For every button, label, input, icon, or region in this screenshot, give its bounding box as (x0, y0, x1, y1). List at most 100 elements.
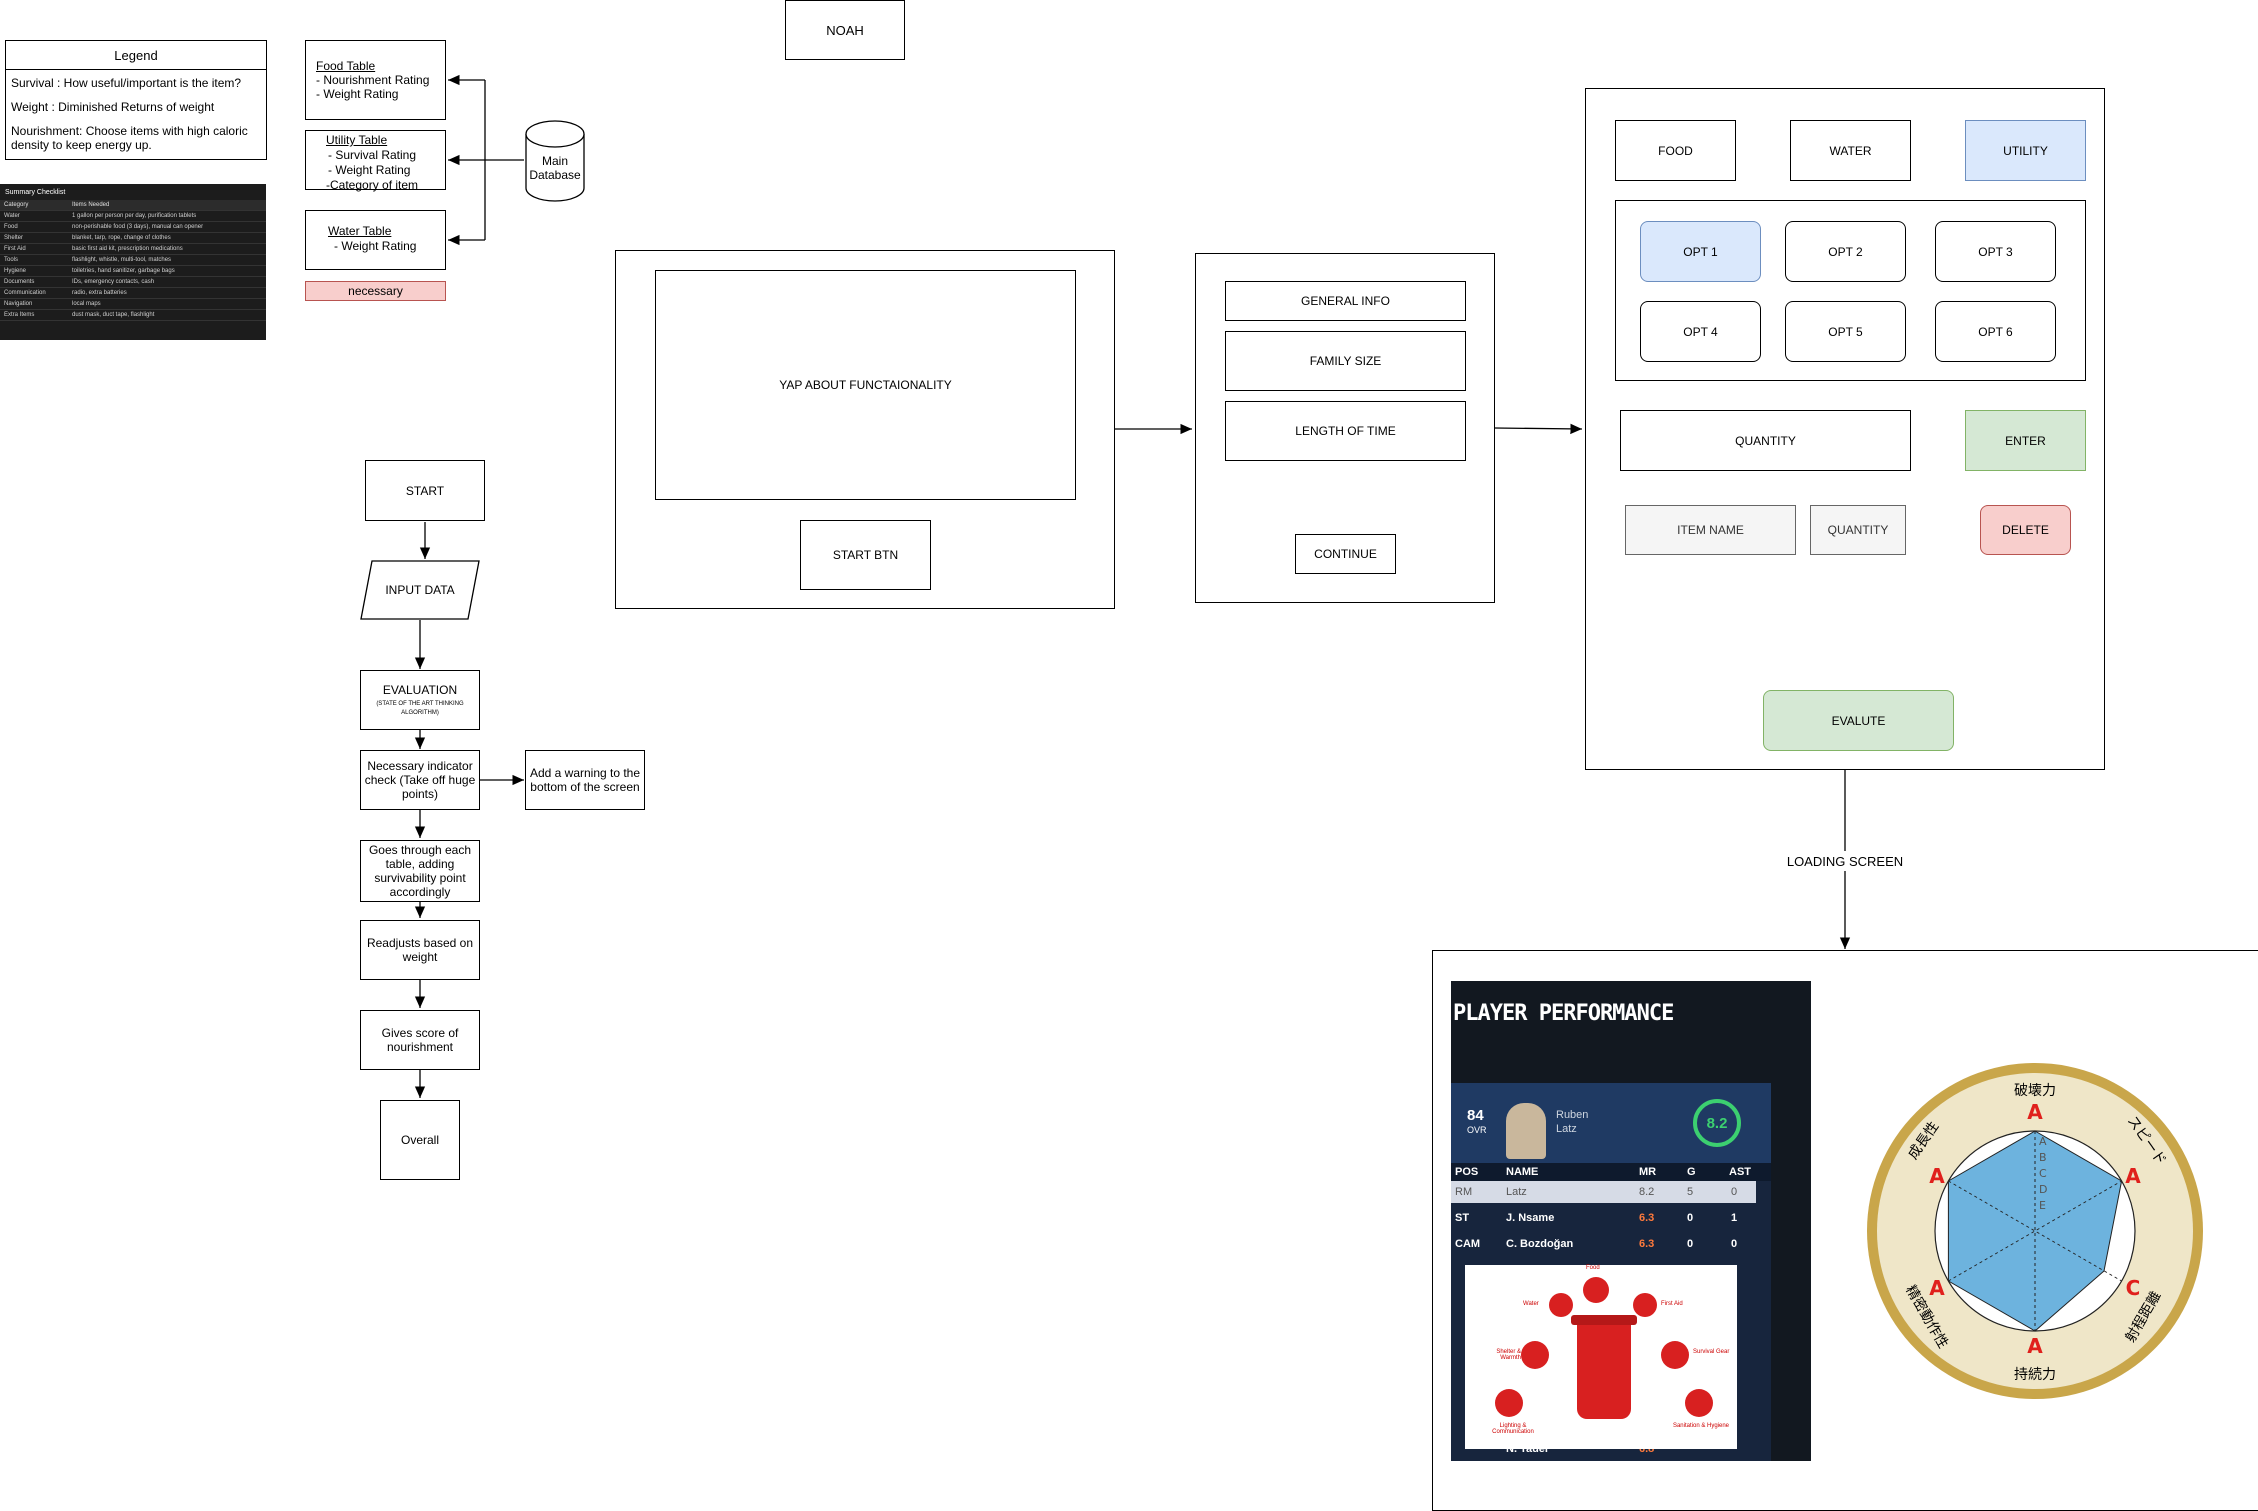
intro-text-panel: YAP ABOUT FUNCTAIONALITY (655, 270, 1076, 500)
player-first-name: Ruben (1556, 1109, 1589, 1121)
checklist-cell: 1 gallon per person per day, purificatio… (68, 210, 266, 222)
sanitation-icon (1685, 1389, 1713, 1417)
family-size-field[interactable]: FAMILY SIZE (1225, 331, 1466, 391)
option-2-label: OPT 2 (1828, 244, 1863, 259)
checklist-title: Summary Checklist (5, 189, 66, 196)
option-6[interactable]: OPT 6 (1935, 301, 2056, 362)
enter-button-label: ENTER (2005, 433, 2046, 448)
parallelogram-shape (360, 560, 480, 620)
rating-value: 8.2 (1706, 1114, 1728, 1132)
checklist-cell: basic first aid kit, prescription medica… (68, 243, 266, 255)
stats-header-row: POS NAME MR G AST (1451, 1163, 1771, 1181)
loading-label-text: LOADING SCREEN (1786, 853, 1904, 869)
tab-water[interactable]: WATER (1790, 120, 1911, 181)
stats-row: ST J. Nsame 6.3 0 1 (1451, 1207, 1771, 1229)
flow-evaluation-label: EVALUATION (382, 682, 458, 697)
checklist-cell: Hygiene (0, 265, 68, 277)
kit-label: Shelter & Warmth (1496, 1349, 1521, 1361)
water-table-box: Water Table - Weight Rating (305, 210, 446, 270)
length-of-time-label: LENGTH OF TIME (1295, 424, 1396, 438)
radar-grade: A (2125, 1164, 2141, 1188)
radar-grade: A (2027, 1100, 2043, 1124)
evaluate-button[interactable]: EVALUTE (1763, 690, 1954, 751)
checklist-cell: Shelter (0, 232, 68, 244)
enter-button[interactable]: ENTER (1965, 410, 2086, 471)
perf-title: PLAYER PERFORMANCE (1453, 1001, 1674, 1026)
checklist-cell: non-perishable food (3 days), manual can… (68, 221, 266, 233)
screen-info: GENERAL INFO FAMILY SIZE LENGTH OF TIME … (1195, 253, 1495, 603)
checklist-cell: toiletries, hand sanitizer, garbage bags (68, 265, 266, 277)
database-cylinder-icon (525, 120, 585, 202)
option-3[interactable]: OPT 3 (1935, 221, 2056, 282)
screen-results: PLAYER PERFORMANCE 84 OVR Ruben Latz 8.2… (1432, 950, 2258, 1511)
utility-table-line: - Survival Rating (328, 148, 417, 162)
item-quantity-cell: QUANTITY (1810, 505, 1906, 555)
evaluate-button-label: EVALUTE (1831, 713, 1886, 728)
flow-readjust-label: Readjusts based on weight (366, 936, 474, 964)
start-button-label: START BTN (832, 548, 899, 562)
radar-scale: E (2039, 1199, 2046, 1212)
food-table-line: - Weight Rating (316, 87, 399, 101)
food-table-title: Food Table (316, 59, 376, 73)
utility-table-title: Utility Table (326, 133, 388, 147)
stats-header: AST (1729, 1166, 1751, 1178)
radar-scale: C (2039, 1167, 2047, 1180)
summary-checklist: Summary Checklist Category Items Needed … (0, 184, 266, 340)
ovr-number: 84 (1467, 1107, 1484, 1124)
stats-cell: 0 (1731, 1186, 1738, 1198)
checklist-cell: Tools (0, 254, 68, 266)
option-6-label: OPT 6 (1978, 324, 2013, 339)
option-1[interactable]: OPT 1 (1640, 221, 1761, 282)
option-2[interactable]: OPT 2 (1785, 221, 1906, 282)
rating-ring: 8.2 (1693, 1099, 1741, 1147)
stats-cell: 5 (1687, 1186, 1694, 1198)
delete-button[interactable]: DELETE (1980, 505, 2071, 555)
tab-food[interactable]: FOOD (1615, 120, 1736, 181)
flow-overall-label: Overall (400, 1133, 439, 1147)
screen-intro: YAP ABOUT FUNCTAIONALITY START BTN (615, 250, 1115, 609)
loading-screen-label: LOADING SCREEN (1775, 851, 1915, 871)
kit-label: Food (1586, 1265, 1600, 1271)
tab-water-label: WATER (1829, 143, 1872, 158)
continue-button[interactable]: CONTINUE (1295, 534, 1396, 574)
radar-grade: C (2126, 1276, 2141, 1300)
length-of-time-field[interactable]: LENGTH OF TIME (1225, 401, 1466, 461)
general-info-field[interactable]: GENERAL INFO (1225, 281, 1466, 321)
start-button[interactable]: START BTN (800, 520, 931, 590)
tab-utility[interactable]: UTILITY (1965, 120, 2086, 181)
player-last-name: Latz (1556, 1123, 1577, 1135)
checklist-cell: Extra Items (0, 309, 68, 321)
stats-row: RM Latz 8.2 5 0 (1451, 1181, 1756, 1203)
flow-score: Gives score of nourishment (360, 1010, 480, 1070)
options-panel: OPT 1 OPT 2 OPT 3 OPT 4 OPT 5 OPT 6 (1615, 200, 2086, 381)
stats-cell: 6.3 (1639, 1238, 1655, 1250)
water-icon (1549, 1293, 1573, 1317)
flow-overall: Overall (380, 1100, 460, 1180)
stats-header: G (1687, 1166, 1696, 1178)
checklist-cell: blanket, tarp, rope, change of clothes (68, 232, 266, 244)
flow-input: INPUT DATA (360, 560, 480, 620)
flow-warning: Add a warning to the bottom of the scree… (525, 750, 645, 810)
water-table-line: - Weight Rating (334, 239, 417, 253)
main-database: Main Database (525, 120, 585, 202)
lighting-icon (1495, 1389, 1523, 1417)
radar-scale: B (2039, 1151, 2047, 1164)
stats-header: MR (1639, 1166, 1657, 1178)
stats-cell: J. Nsame (1506, 1212, 1555, 1224)
quantity-input[interactable]: QUANTITY (1620, 410, 1911, 471)
flow-necessary-check: Necessary indicator check (Take off huge… (360, 750, 480, 810)
option-4[interactable]: OPT 4 (1640, 301, 1761, 362)
player-avatar (1506, 1103, 1546, 1159)
stats-cell: ST (1455, 1212, 1470, 1224)
legend: Legend Survival : How useful/important i… (5, 40, 267, 160)
option-5[interactable]: OPT 5 (1785, 301, 1906, 362)
checklist-cell: IDs, emergency contacts, cash (68, 276, 266, 288)
player-card: 84 OVR Ruben Latz 8.2 (1451, 1083, 1771, 1163)
flow-tables-label: Goes through each table, adding survivab… (368, 843, 472, 899)
checklist-header: Items Needed (68, 200, 266, 211)
survival-kit-graphic: Food Water First Aid Shelter & Warmth Su… (1465, 1265, 1737, 1449)
checklist-cell: First Aid (0, 243, 68, 255)
legend-nourishment: Nourishment: Choose items with high calo… (11, 124, 248, 152)
checklist-cell: local maps (68, 298, 266, 310)
flow-score-label: Gives score of nourishment (381, 1026, 459, 1054)
